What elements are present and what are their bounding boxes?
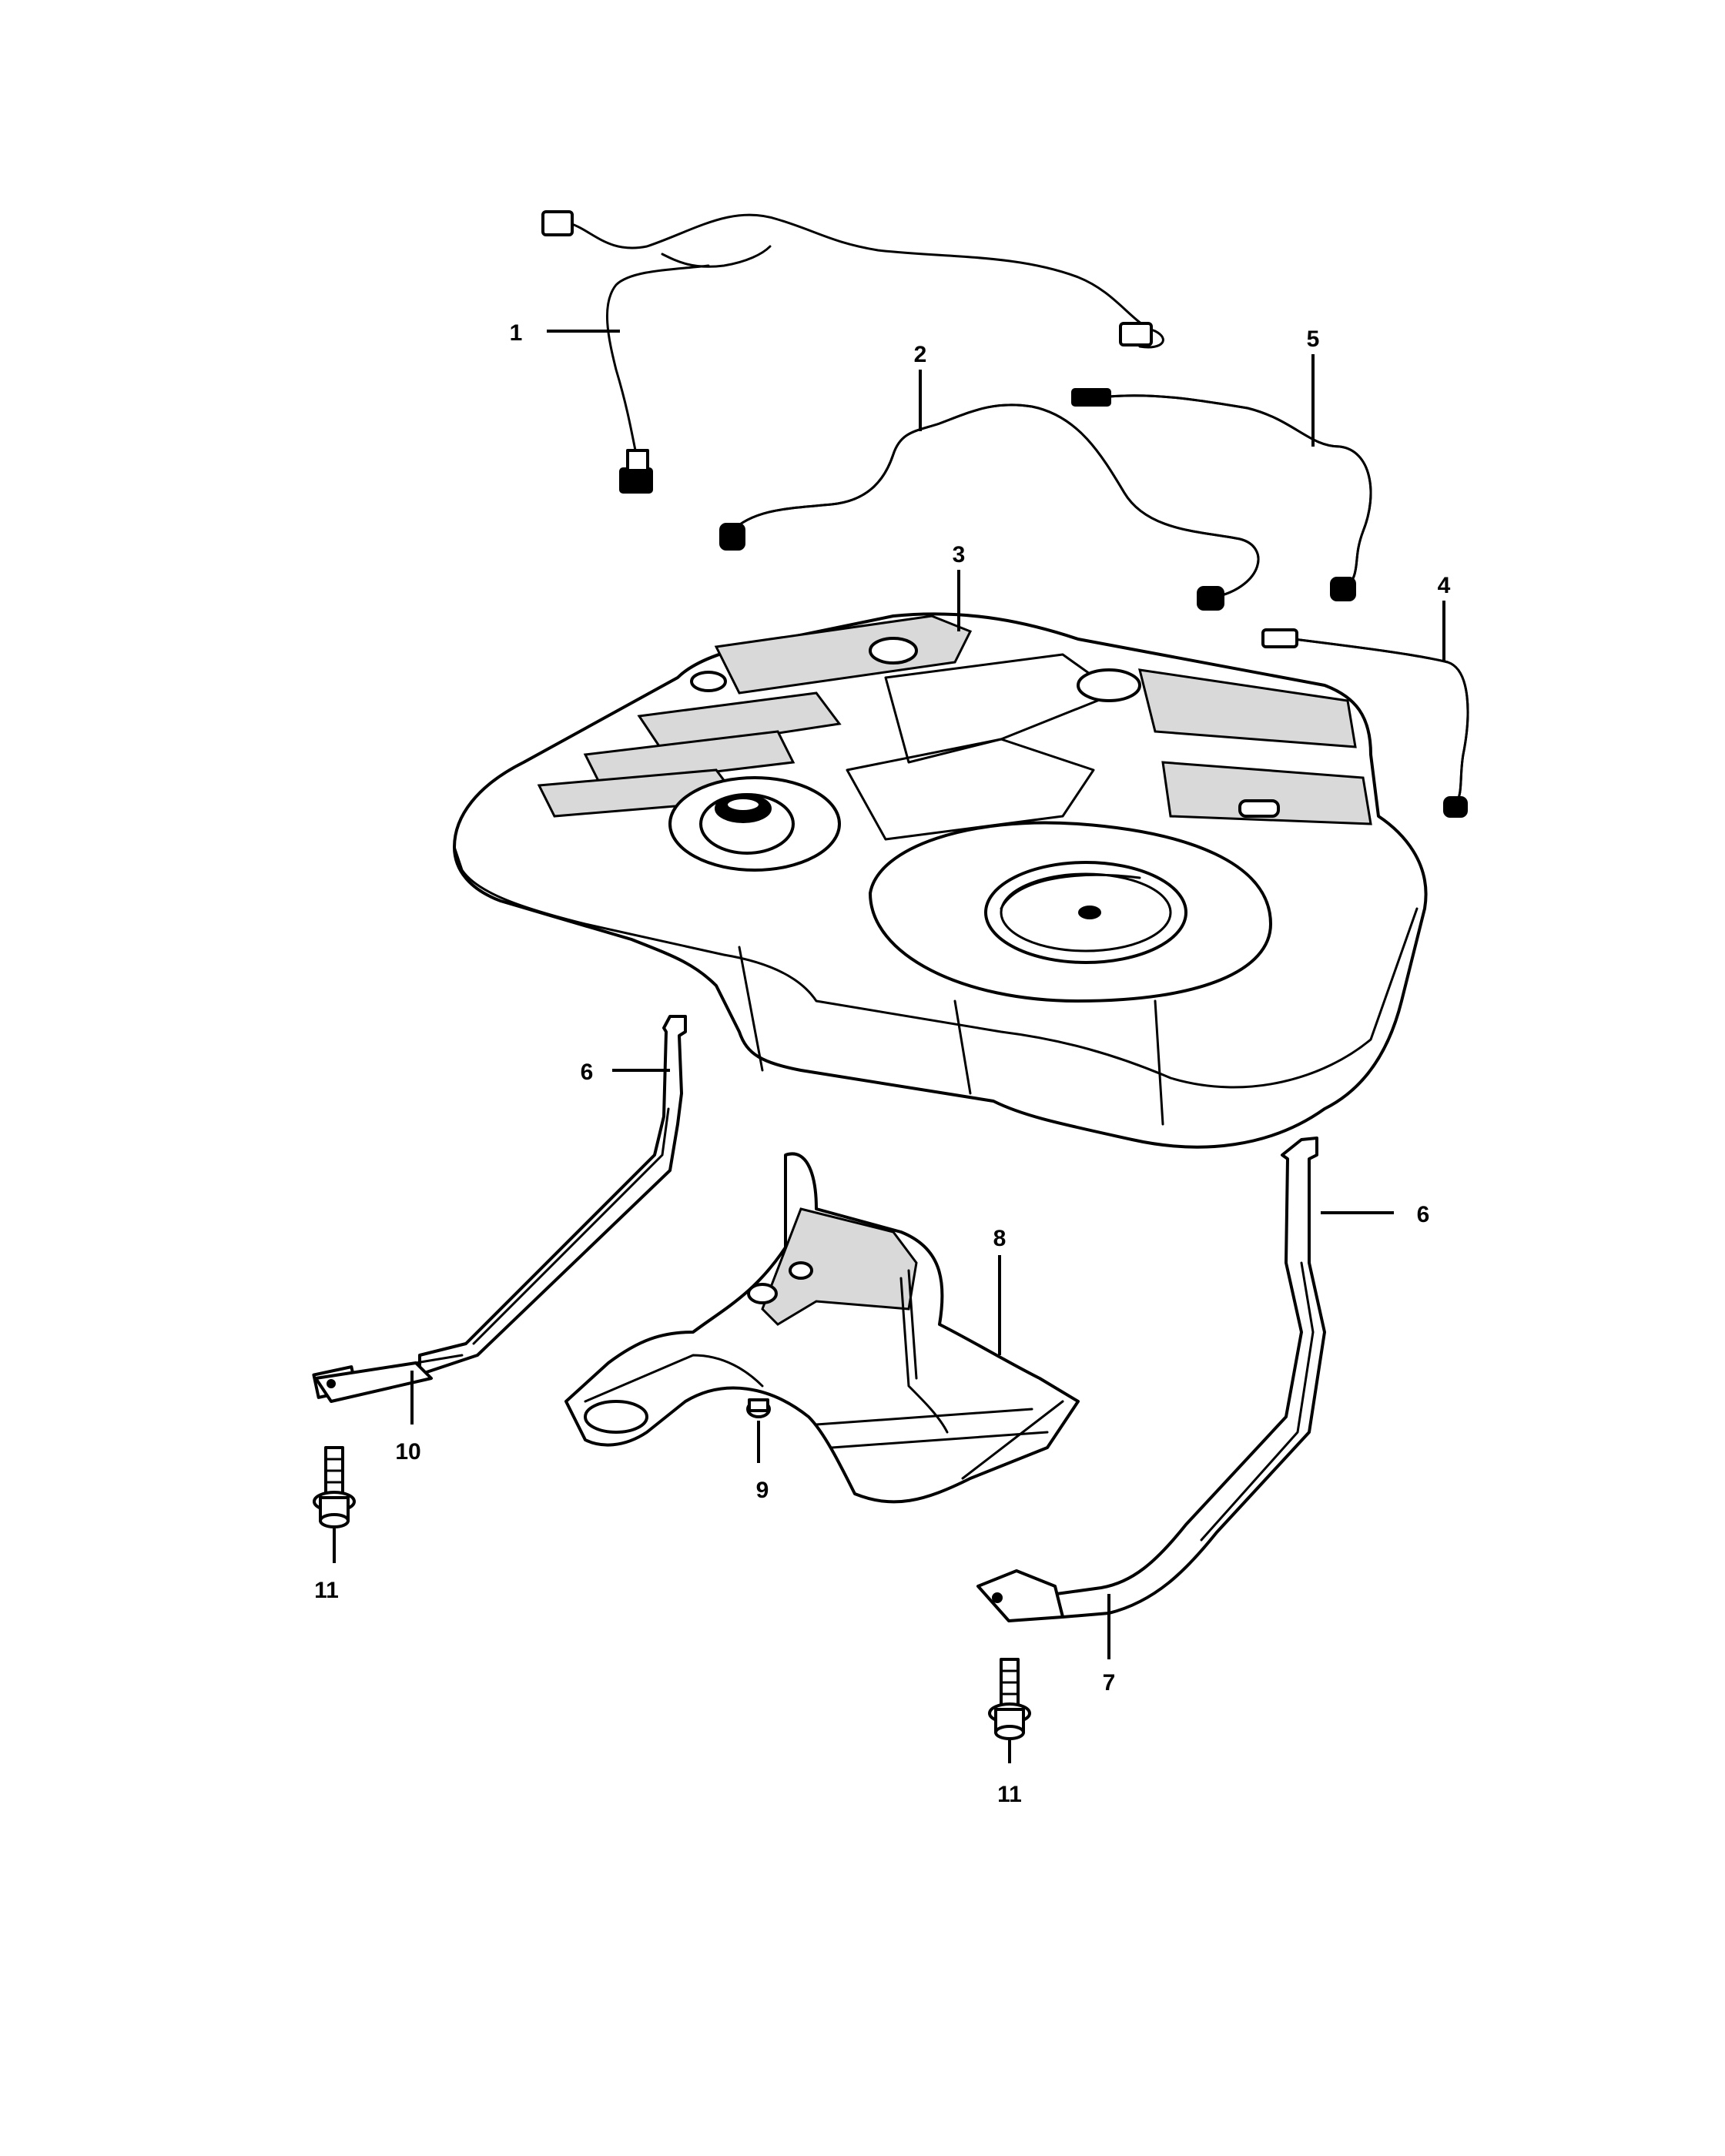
- callout-6-right: 6: [1417, 1202, 1430, 1227]
- tank-strap-part-6-left[interactable]: [312, 1015, 687, 1403]
- callout-2: 2: [914, 342, 927, 367]
- wiring-harness-part-1[interactable]: [541, 210, 1164, 494]
- nut-part-9[interactable]: [746, 1398, 771, 1418]
- callout-8: 8: [993, 1226, 1007, 1251]
- callout-7: 7: [1103, 1670, 1116, 1696]
- fuel-line-part-2[interactable]: [719, 403, 1260, 611]
- callout-3: 3: [953, 542, 966, 567]
- callout-5: 5: [1307, 326, 1320, 352]
- heat-shield-part-8[interactable]: [564, 1152, 1080, 1504]
- callout-1: 1: [510, 320, 523, 346]
- callout-10: 10: [395, 1439, 420, 1465]
- callout-11-right: 11: [997, 1782, 1022, 1807]
- callout-9: 9: [756, 1478, 769, 1503]
- fuel-tank-part-3[interactable]: [453, 612, 1428, 1149]
- callout-6-left: 6: [581, 1060, 594, 1085]
- tank-strap-part-10[interactable]: [414, 1354, 464, 1364]
- fuel-line-part-5[interactable]: [1071, 388, 1372, 601]
- leader-lines: [333, 330, 1445, 1763]
- callout-11-left: 11: [314, 1578, 339, 1603]
- vent-line-part-4[interactable]: [1261, 628, 1469, 818]
- bolt-part-11-left[interactable]: [313, 1446, 356, 1528]
- callout-4: 4: [1438, 573, 1451, 598]
- bolt-part-11-right[interactable]: [988, 1658, 1031, 1740]
- callout-labels: 1 2 3 4 5 6 6 7 8 9 10 11 11: [314, 320, 1451, 1807]
